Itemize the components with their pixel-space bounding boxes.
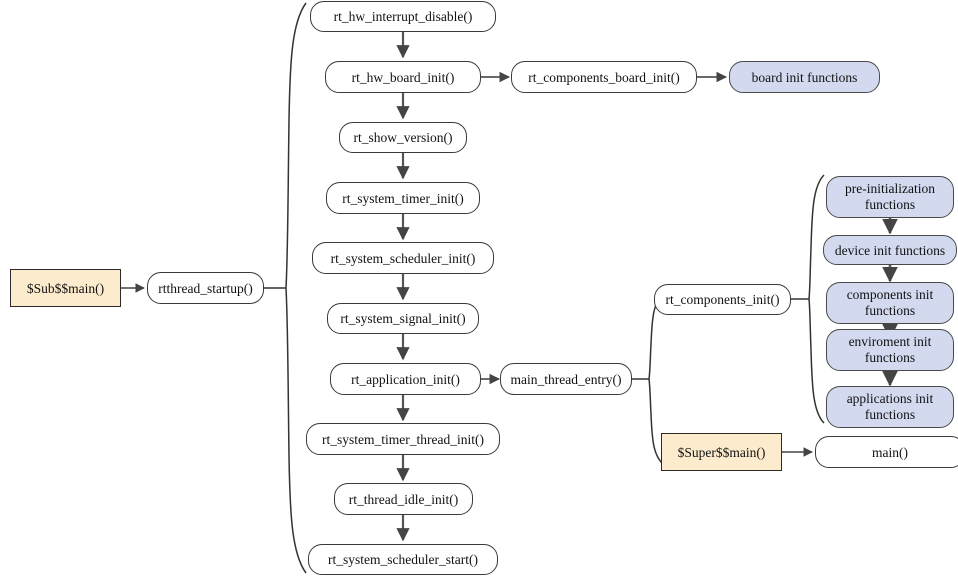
brace-componentsinit-group [808, 174, 825, 424]
node-super-main[interactable]: $Super$$main() [661, 433, 782, 471]
node-board-init-functions[interactable]: board init functions [729, 61, 880, 93]
node-components-init-functions[interactable]: components init functions [826, 282, 954, 324]
node-main[interactable]: main() [815, 436, 958, 468]
node-main-thread-entry[interactable]: main_thread_entry() [500, 363, 632, 395]
node-rt-system-timer-init[interactable]: rt_system_timer_init() [326, 182, 480, 214]
node-rt-components-board-init[interactable]: rt_components_board_init() [511, 61, 697, 93]
node-rt-system-scheduler-init[interactable]: rt_system_scheduler_init() [312, 242, 494, 274]
node-rt-thread-idle-init[interactable]: rt_thread_idle_init() [334, 483, 473, 515]
node-rt-application-init[interactable]: rt_application_init() [330, 363, 481, 395]
node-rt-system-timer-thread-init[interactable]: rt_system_timer_thread_init() [306, 423, 500, 455]
node-rt-hw-interrupt-disable[interactable]: rt_hw_interrupt_disable() [310, 1, 496, 32]
node-rt-hw-board-init[interactable]: rt_hw_board_init() [325, 61, 481, 93]
node-applications-init-functions[interactable]: applications init functions [826, 386, 954, 428]
node-rtthread-startup[interactable]: rtthread_startup() [147, 272, 264, 304]
brace-startup-group [285, 2, 307, 574]
node-pre-initialization-functions[interactable]: pre-initialization functions [826, 176, 954, 218]
node-rt-system-scheduler-start[interactable]: rt_system_scheduler_start() [308, 544, 498, 575]
node-sub-main[interactable]: $Sub$$main() [10, 269, 121, 307]
node-rt-system-signal-init[interactable]: rt_system_signal_init() [327, 303, 479, 334]
node-enviroment-init-functions[interactable]: enviroment init functions [826, 329, 954, 371]
node-rt-show-version[interactable]: rt_show_version() [339, 122, 467, 153]
node-rt-components-init[interactable]: rt_components_init() [654, 284, 791, 315]
node-device-init-functions[interactable]: device init functions [823, 235, 957, 265]
